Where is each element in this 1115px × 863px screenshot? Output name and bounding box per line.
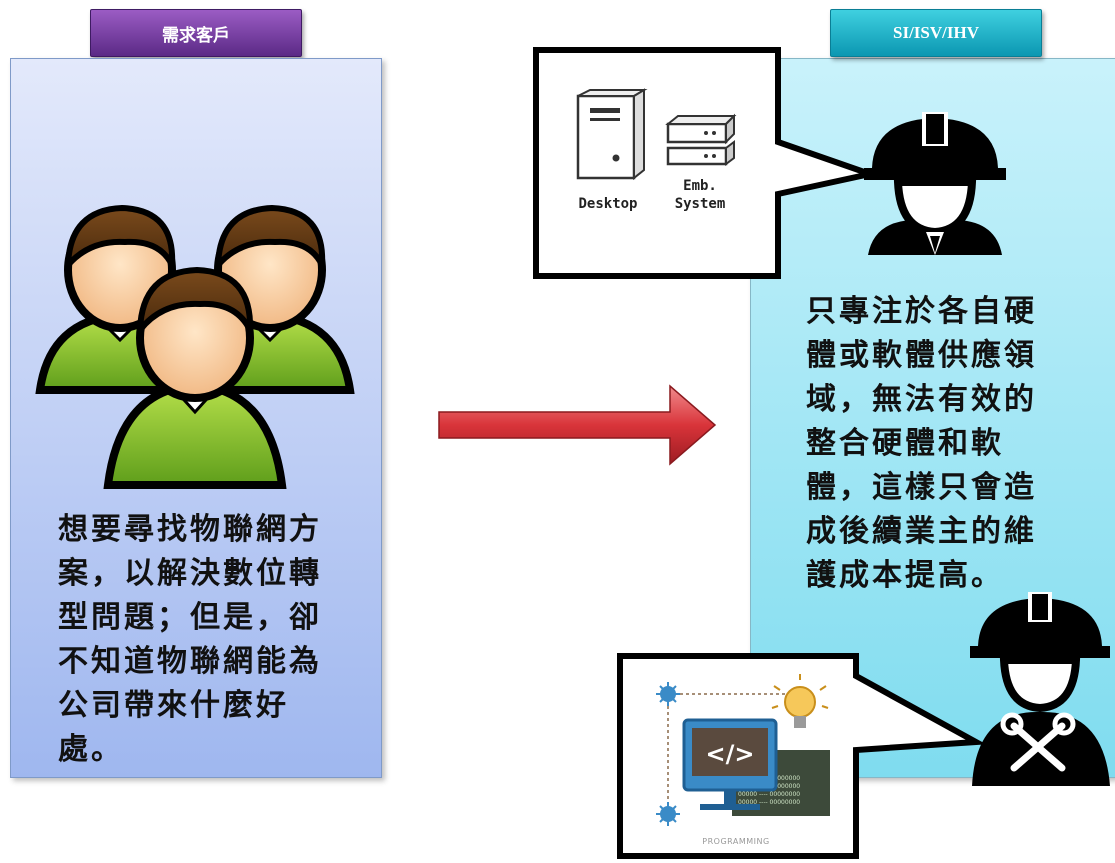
svg-text:</>: </> bbox=[706, 740, 755, 768]
engineer-wrench-icon bbox=[970, 592, 1110, 786]
lightbulb-icon bbox=[771, 674, 829, 728]
programming-illustration: 00000 ---- 00000000 00000 ---- 00000000 … bbox=[656, 674, 830, 826]
svg-text:00000 ---- 00000000: 00000 ---- 00000000 bbox=[738, 791, 800, 798]
emb-label-line1: Emb. bbox=[683, 178, 717, 194]
person-front bbox=[103, 266, 287, 489]
programming-label: PROGRAMMING bbox=[702, 837, 769, 846]
hardware-speech-bubble: Desktop Emb. System bbox=[533, 47, 880, 279]
customers-illustration bbox=[35, 204, 355, 489]
svg-text:00000 ---- 00000000: 00000 ---- 00000000 bbox=[738, 799, 800, 806]
provider-tag: SI/ISV/IHV bbox=[830, 9, 1042, 57]
provider-description: 只專注於各自硬體或軟體供應領域，無法有效的整合硬體和軟體，這樣只會造成後續業主的… bbox=[806, 294, 1037, 593]
engineer-hardhat-icon bbox=[864, 112, 1006, 255]
desktop-tower-icon bbox=[576, 88, 648, 181]
customer-tag: 需求客戶 bbox=[90, 9, 302, 57]
right-arrow-icon bbox=[438, 384, 717, 466]
customer-description: 想要尋找物聯網方案，以解決數位轉型問題；但是，卻不知道物聯網能為公司帶來什麼好處… bbox=[58, 512, 322, 767]
customer-tag-label: 需求客戶 bbox=[162, 25, 230, 46]
embedded-system-icon bbox=[665, 113, 737, 166]
software-speech-bubble: 00000 ---- 00000000 00000 ---- 00000000 … bbox=[617, 653, 984, 859]
provider-tag-label: SI/ISV/IHV bbox=[893, 23, 979, 42]
emb-label-line2: System bbox=[675, 196, 726, 212]
desktop-label: Desktop bbox=[578, 196, 637, 212]
